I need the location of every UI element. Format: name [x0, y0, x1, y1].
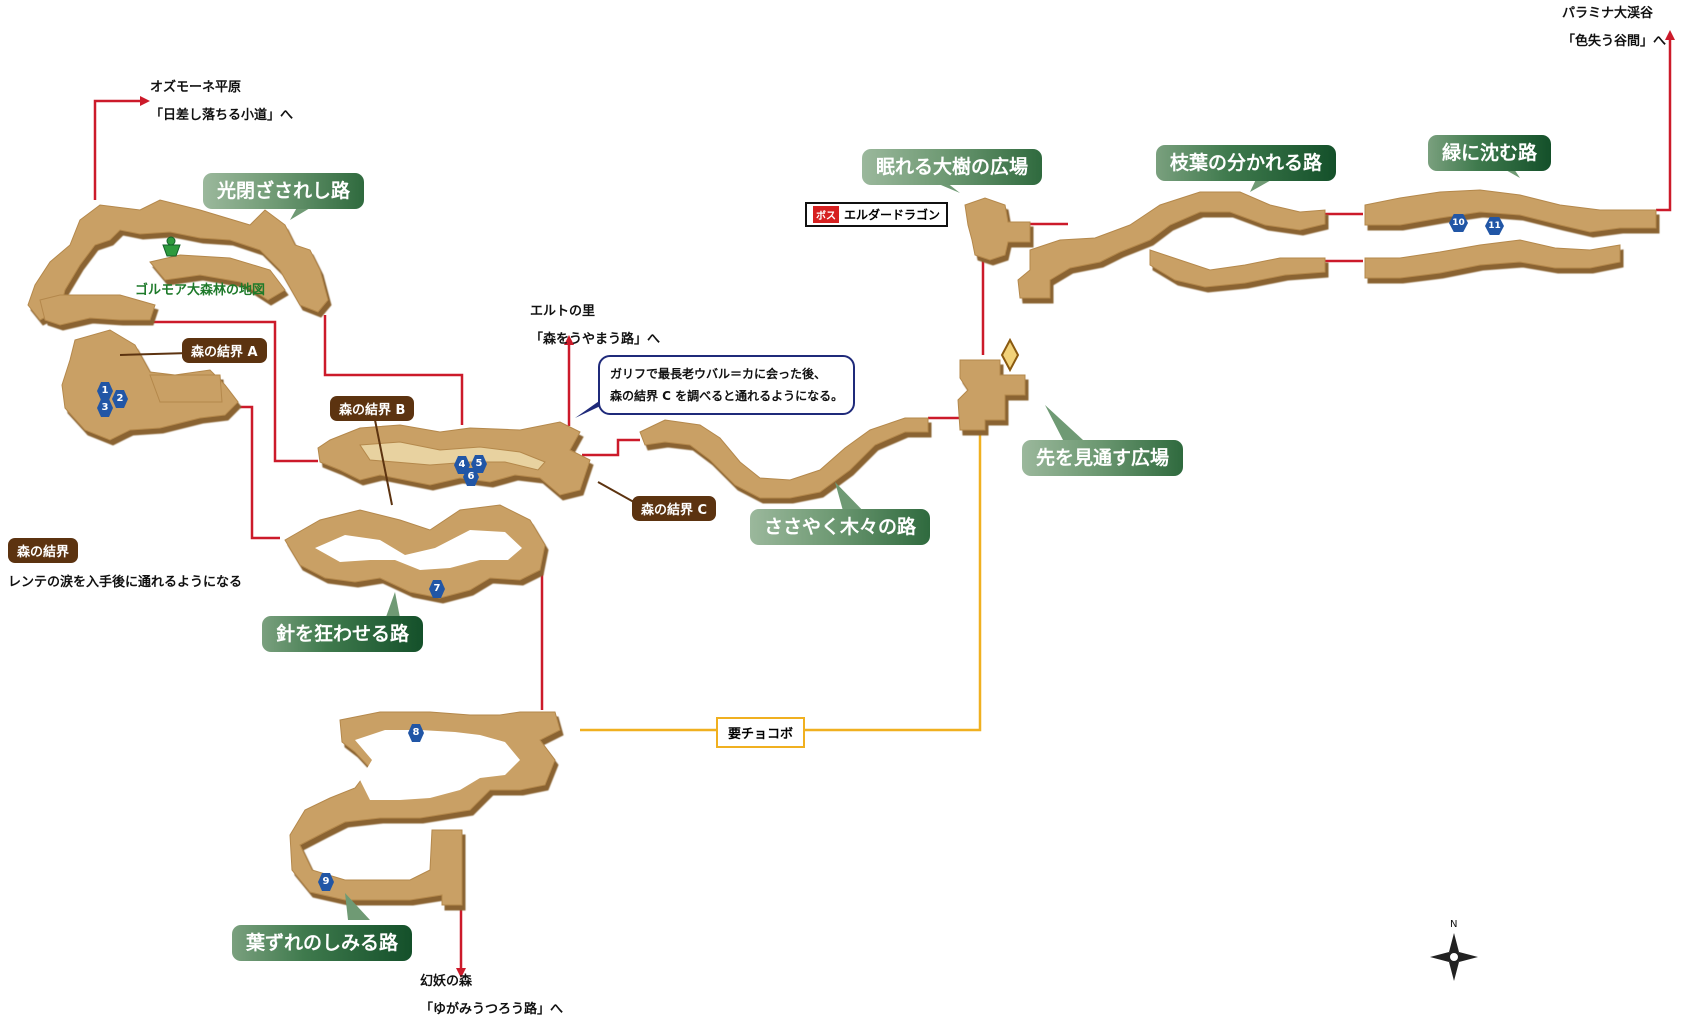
treasure-marker-11: 11 — [1485, 217, 1504, 235]
route-lines — [93, 40, 1672, 968]
boss-badge: ボス — [813, 206, 839, 223]
area-label-hari: 針を狂わせる路 — [262, 616, 424, 652]
exit-paramina: パラミナ大渓谷 「色失う谷間」へ — [1562, 0, 1666, 56]
exit-ozmone-region: オズモーネ平原 — [150, 80, 242, 95]
exit-gen-path: 「ゆがみうつろう路」へ — [420, 1002, 564, 1017]
callout-line-1: ガリフで最長老ウバル＝カに会った後、 — [610, 367, 827, 381]
save-crystal-icon — [1000, 337, 1020, 373]
boss-name: エルダードラゴン — [844, 208, 941, 222]
map-item-icon — [162, 236, 181, 257]
callout-line-2: 森の結界 C を調べると通れるようになる。 — [610, 389, 844, 403]
area-label-hazure: 葉ずれのしみる路 — [232, 925, 413, 961]
exit-gen: 幻妖の森 「ゆがみうつろう路」へ — [420, 968, 563, 1024]
compass-icon — [1430, 933, 1478, 981]
exit-elt-path: 「森をうやまう路」へ — [530, 332, 661, 347]
treasure-marker-9: 9 — [318, 873, 334, 891]
treasure-marker-10: 10 — [1449, 214, 1468, 232]
treasure-marker-1: 1 — [97, 382, 113, 400]
barrier-tag-b: 森の結界 B — [330, 396, 415, 421]
treasure-marker-3: 3 — [97, 399, 113, 417]
treasure-marker-8: 8 — [408, 724, 424, 742]
treasure-marker-7: 7 — [429, 580, 445, 598]
barrier-tag-c: 森の結界 C — [632, 496, 717, 521]
legend-barrier-tag: 森の結界 — [8, 538, 79, 563]
treasure-marker-2: 2 — [112, 390, 128, 408]
treasure-marker-6: 6 — [463, 468, 479, 486]
area-label-hikari: 光閉ざされし路 — [203, 173, 365, 209]
area-label-midori: 緑に沈む路 — [1428, 135, 1552, 171]
legend-note: レンテの涙を入手後に通れるようになる — [8, 575, 243, 590]
chocobo-required-box: 要チョコボ — [716, 717, 806, 748]
boss-box: ボス エルダードラゴン — [805, 202, 949, 227]
exit-elt: エルトの里 「森をうやまう路」へ — [530, 298, 660, 354]
forest-paths — [27, 189, 1657, 906]
area-label-nemureru: 眠れる大樹の広場 — [862, 149, 1043, 185]
area-label-sakiwo: 先を見通す広場 — [1022, 440, 1184, 476]
exit-paramina-path: 「色失う谷間」へ — [1562, 34, 1667, 49]
exit-ozmone: オズモーネ平原 「日差し落ちる小道」へ — [150, 74, 293, 130]
exit-paramina-region: パラミナ大渓谷 — [1562, 6, 1654, 21]
barrier-tag-a: 森の結界 A — [182, 338, 267, 363]
area-label-edaha: 枝葉の分かれる路 — [1156, 145, 1337, 181]
exit-gen-region: 幻妖の森 — [420, 974, 473, 989]
route-arrowheads — [140, 30, 1675, 978]
treasure-marker-4: 4 — [454, 456, 470, 474]
exit-elt-region: エルトの里 — [530, 304, 596, 319]
compass-north-label: N — [1450, 919, 1458, 930]
area-label-sasayaku: ささやく木々の路 — [750, 509, 931, 545]
map-item-label: ゴルモア大森林の地図 — [135, 283, 266, 298]
barrier-c-callout: ガリフで最長老ウバル＝カに会った後、 森の結界 C を調べると通れるようになる。 — [598, 355, 856, 415]
exit-ozmone-path: 「日差し落ちる小道」へ — [150, 108, 294, 123]
chocobo-route — [580, 425, 982, 732]
